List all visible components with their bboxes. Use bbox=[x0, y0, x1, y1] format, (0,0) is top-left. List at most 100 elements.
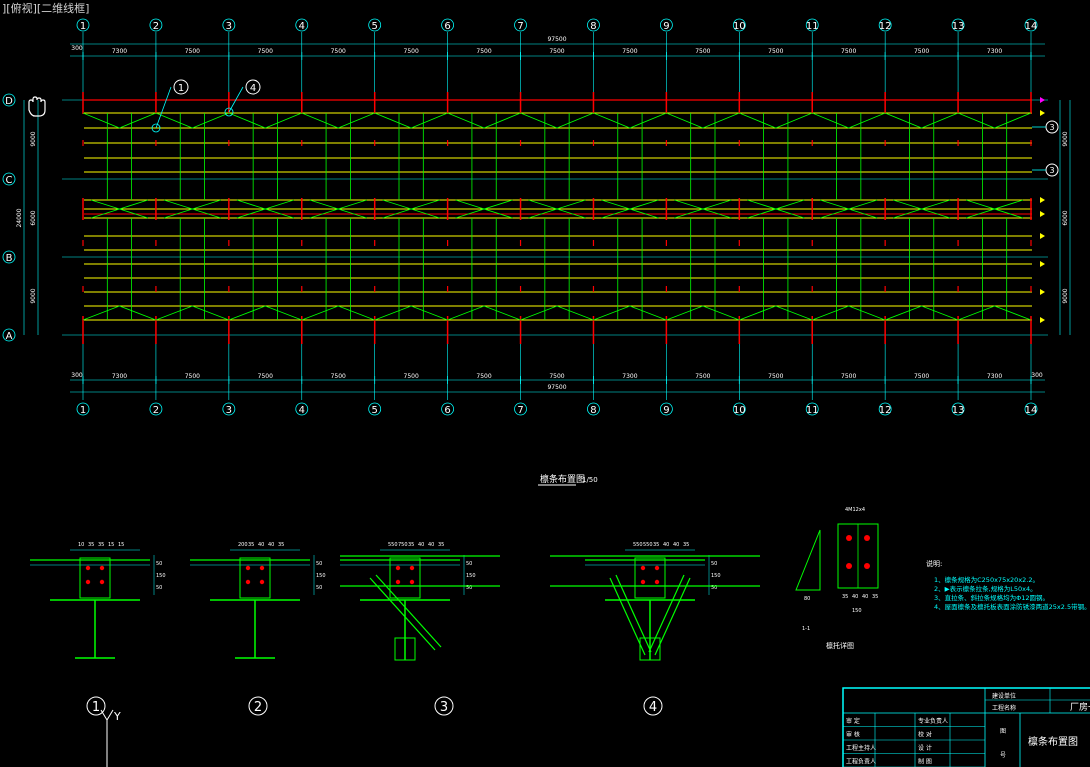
column-label-bottom: 12 bbox=[879, 405, 892, 416]
section-mark: 1-1 bbox=[802, 626, 810, 632]
column-bubble-top bbox=[878, 18, 892, 32]
brace bbox=[629, 305, 667, 321]
bay-dim-top: 7500 bbox=[549, 48, 564, 55]
column-bubble-bottom bbox=[659, 402, 673, 416]
column-label-top: 2 bbox=[153, 21, 159, 32]
column-label-bottom: 11 bbox=[806, 405, 819, 416]
bay-dim-bottom: 7300 bbox=[112, 373, 127, 380]
tb-project-name-label: 工程名称 bbox=[992, 704, 1016, 712]
detail-plate bbox=[389, 557, 421, 599]
brace bbox=[90, 199, 149, 219]
tb-cell: 校 对 bbox=[918, 731, 932, 739]
bay-dim-top: 7500 bbox=[841, 48, 856, 55]
viewport-label[interactable]: ][俯视][二维线框] bbox=[2, 2, 90, 15]
column-bubble-top bbox=[149, 18, 163, 32]
column-label-bottom: 14 bbox=[1025, 405, 1038, 416]
detail-dim: 40 bbox=[418, 542, 424, 548]
purlin-marker-icon bbox=[1040, 317, 1045, 323]
purlin-marker-icon bbox=[1040, 261, 1045, 267]
detail-label: 4 bbox=[649, 700, 657, 715]
column-label-bottom: 8 bbox=[590, 405, 596, 416]
bolt-icon bbox=[395, 579, 401, 585]
detail-dim: 35 bbox=[438, 542, 444, 548]
detail-dim: 35 bbox=[248, 542, 254, 548]
brace bbox=[848, 305, 886, 321]
detail-label-bubble bbox=[248, 696, 268, 716]
callout-point bbox=[224, 107, 234, 117]
plate-bolt-icon bbox=[846, 563, 852, 569]
purlin-marker-icon bbox=[1040, 289, 1045, 295]
purlin-plan bbox=[2, 18, 1071, 416]
brace bbox=[957, 112, 995, 129]
title-block-frame bbox=[842, 687, 1090, 767]
detail-dim: 15 bbox=[108, 542, 114, 548]
notes-heading: 说明: bbox=[926, 559, 942, 568]
right-dim: 6000 bbox=[1062, 210, 1069, 225]
detail-side-dim: 150 bbox=[316, 573, 326, 579]
note-item: 1、檩条规格为C250x75x20x2.2。 bbox=[934, 575, 1039, 584]
left-dim: 9000 bbox=[30, 131, 37, 146]
column-bubble-bottom bbox=[295, 402, 309, 416]
tb-cell: 制 图 bbox=[918, 758, 932, 766]
brace bbox=[957, 305, 995, 321]
brace bbox=[666, 112, 704, 129]
bolt-icon bbox=[654, 579, 660, 585]
brace bbox=[520, 112, 558, 129]
brace bbox=[265, 305, 302, 321]
detail-plate bbox=[634, 557, 666, 599]
tb-factory: 厂房一 bbox=[1070, 701, 1090, 713]
brace bbox=[884, 305, 922, 321]
plate-dim-width: 150 bbox=[852, 608, 862, 614]
detail-dim: 40 bbox=[258, 542, 264, 548]
tb-cell: 专业负责人 bbox=[918, 717, 948, 725]
bay-dim-bottom: 7500 bbox=[404, 373, 419, 380]
pan-hand-icon[interactable] bbox=[28, 96, 46, 117]
column-label-bottom: 6 bbox=[444, 405, 450, 416]
column-label-top: 11 bbox=[806, 21, 819, 32]
plan-scale: 1/50 bbox=[582, 476, 598, 484]
detail-label-bubble bbox=[434, 696, 454, 716]
bolt-icon bbox=[640, 565, 646, 571]
purlin-marker-icon bbox=[1040, 233, 1045, 239]
brace bbox=[155, 305, 193, 321]
column-bubble-top bbox=[368, 18, 382, 32]
brace bbox=[192, 305, 230, 321]
column-bubble-bottom bbox=[732, 402, 746, 416]
brace bbox=[155, 112, 193, 129]
detail-dim: 35 bbox=[98, 542, 104, 548]
brace bbox=[228, 305, 266, 321]
tb-drawing-title: 檩条布置图 bbox=[1028, 735, 1078, 748]
bay-dim-bottom: 7500 bbox=[914, 373, 929, 380]
detail-gusset bbox=[639, 637, 661, 661]
brace bbox=[739, 112, 776, 129]
column-label-top: 10 bbox=[733, 21, 746, 32]
column-label-top: 7 bbox=[517, 21, 523, 32]
bolt-icon bbox=[99, 579, 105, 585]
detail-dim: 550 bbox=[633, 542, 643, 548]
bay-dim-bottom: 7500 bbox=[768, 373, 783, 380]
brace bbox=[739, 305, 776, 321]
detail-side-dim: 150 bbox=[156, 573, 166, 579]
callout-bubble bbox=[245, 79, 261, 95]
bay-dim-bottom: 7300 bbox=[622, 373, 637, 380]
brace bbox=[447, 305, 485, 321]
brace bbox=[747, 199, 805, 219]
detail-gusset bbox=[394, 637, 416, 661]
detail-label: 1 bbox=[92, 700, 100, 715]
note-item: 3、直拉条、斜拉条规格均为Φ12圆钢。 bbox=[934, 593, 1049, 602]
plate-bolt-icon bbox=[864, 535, 870, 541]
brace bbox=[666, 305, 704, 321]
bay-dim-bottom: 7300 bbox=[987, 373, 1002, 380]
detail-dim: 200 bbox=[238, 542, 248, 548]
detail-brace bbox=[654, 577, 691, 656]
brace bbox=[483, 112, 521, 129]
bolt-icon bbox=[245, 565, 251, 571]
brace bbox=[556, 112, 594, 129]
callout-label: 4 bbox=[250, 83, 256, 94]
brace bbox=[994, 112, 1032, 129]
total-length-top: 97500 bbox=[547, 36, 566, 43]
brace bbox=[775, 305, 813, 321]
plate-side-view bbox=[795, 529, 821, 591]
